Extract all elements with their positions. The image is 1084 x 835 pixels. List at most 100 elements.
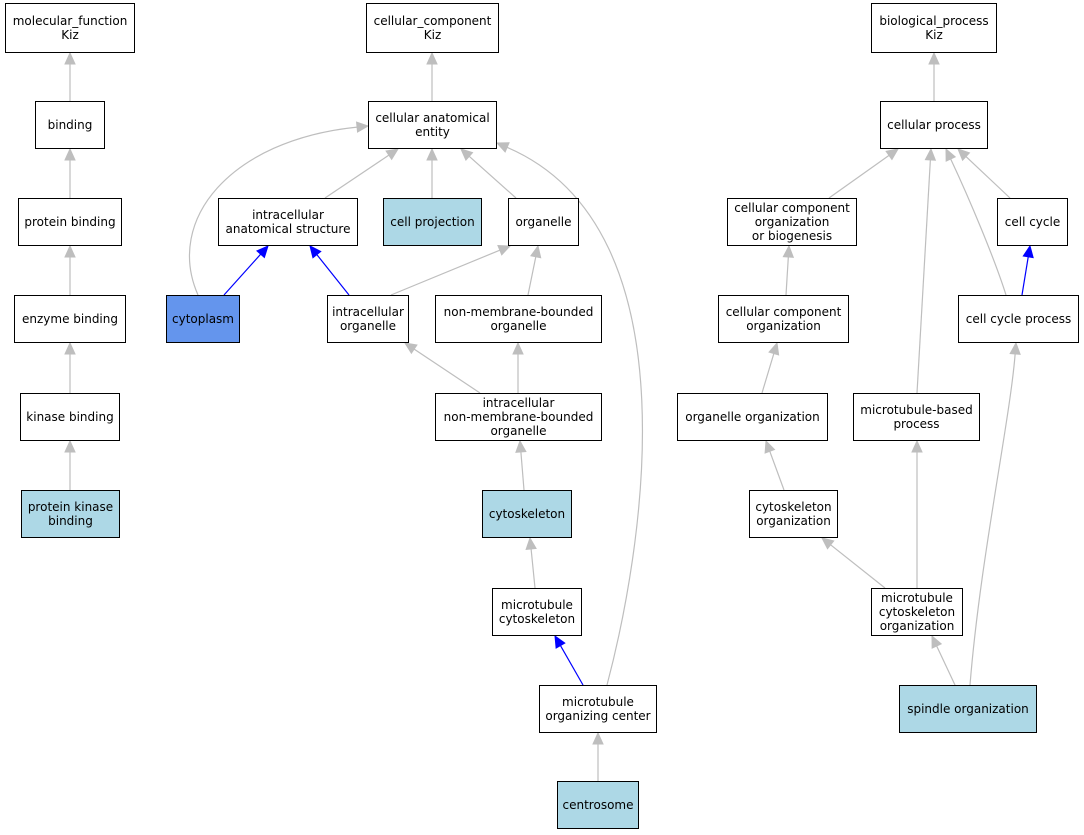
node-label-line: kinase binding bbox=[26, 410, 114, 424]
edge-org-org-to-cco bbox=[761, 341, 780, 394]
node-label-line: cell projection bbox=[390, 215, 475, 229]
node-label-line: cytoskeleton bbox=[488, 507, 566, 521]
edge-enzyme-binding-to-protein-binding bbox=[64, 244, 76, 295]
node-label-line: biological_process bbox=[879, 14, 989, 28]
node-label-line: Kiz bbox=[925, 28, 943, 42]
node-label-line: cellular anatomical bbox=[375, 111, 490, 125]
node-label-line: cytoskeleton bbox=[755, 500, 832, 514]
node-label-line: cellular component bbox=[725, 305, 842, 319]
edge-intra-org-to-organelle bbox=[390, 245, 512, 296]
node-label-line: organizing center bbox=[545, 709, 651, 723]
go-term-node-organelle[interactable]: organelle bbox=[508, 198, 579, 246]
edge-inmbo-to-nmbo bbox=[512, 341, 524, 393]
go-term-node-cellular-process[interactable]: cellular process bbox=[880, 101, 988, 149]
edge-cellular-process-to-bp bbox=[928, 51, 940, 101]
node-label-line: microtubule-based bbox=[860, 403, 973, 417]
node-label-line: organelle bbox=[339, 319, 397, 333]
node-label-line: molecular_function bbox=[12, 14, 128, 28]
node-label-line: Kiz bbox=[61, 28, 79, 42]
node-label-line: organelle organization bbox=[685, 410, 820, 424]
node-label-line: non-membrane-bounded bbox=[443, 305, 594, 319]
edge-mtbp-to-cellular-process bbox=[916, 147, 937, 394]
go-term-node-enzyme-binding[interactable]: enzyme binding bbox=[14, 295, 126, 343]
node-label-line: protein kinase bbox=[27, 500, 114, 514]
go-term-node-centrosome[interactable]: centrosome bbox=[557, 781, 639, 829]
node-label-line: anatomical structure bbox=[225, 222, 351, 236]
edge-spindle-org-to-mtco bbox=[931, 634, 956, 686]
node-label-line: cell cycle process bbox=[965, 312, 1072, 326]
node-label-line: process bbox=[893, 417, 940, 431]
node-label-line: Kiz bbox=[423, 28, 442, 42]
go-term-node-protein-binding[interactable]: protein binding bbox=[18, 198, 122, 246]
edge-ias-to-cae bbox=[324, 148, 400, 199]
node-label-line: non-membrane-bounded bbox=[443, 410, 594, 424]
edge-spindle-org-to-ccp bbox=[969, 341, 1021, 686]
node-label-line: cell cycle bbox=[1004, 215, 1061, 229]
node-label-line: organelle bbox=[515, 215, 572, 229]
edge-centrosome-to-mtoc bbox=[592, 731, 604, 781]
node-label-line: centrosome bbox=[562, 798, 634, 812]
node-label-line: or biogenesis bbox=[751, 229, 833, 243]
go-term-node-org-org[interactable]: organelle organization bbox=[677, 393, 828, 441]
go-term-node-binding[interactable]: binding bbox=[35, 101, 105, 149]
node-label-line: organization bbox=[746, 319, 821, 333]
edge-mtoc-to-mt-cytoskeleton bbox=[554, 634, 584, 686]
node-label-line: cellular_component bbox=[373, 14, 492, 28]
edge-binding-to-mf bbox=[64, 51, 76, 101]
node-label-line: cytoskeleton bbox=[498, 612, 576, 626]
edge-mt-cytoskeleton-to-cytoskeleton bbox=[525, 536, 537, 589]
edge-cae-to-cc bbox=[426, 51, 438, 101]
node-label-line: cytoskeleton bbox=[878, 605, 956, 619]
go-term-node-cell-projection[interactable]: cell projection bbox=[383, 198, 482, 246]
go-term-node-cytoskeleton[interactable]: cytoskeleton bbox=[482, 490, 572, 538]
edge-kinase-binding-to-enzyme-binding bbox=[64, 341, 76, 393]
go-term-node-cytoplasm[interactable]: cytoplasm bbox=[166, 295, 240, 343]
go-term-node-spindle-org[interactable]: spindle organization bbox=[899, 685, 1037, 733]
edge-cytoplasm-to-ias bbox=[223, 245, 269, 296]
node-label-line: spindle organization bbox=[907, 702, 1029, 716]
edge-cell-cycle-to-cellular-process bbox=[957, 148, 1011, 199]
node-label-line: microtubule bbox=[501, 598, 573, 612]
edge-cell-projection-to-cae bbox=[426, 147, 438, 198]
edge-nmbo-to-organelle bbox=[527, 244, 542, 296]
go-term-node-cell-cycle[interactable]: cell cycle bbox=[997, 198, 1068, 246]
edge-inmbo-to-intra-org bbox=[403, 342, 481, 394]
node-label-line: intracellular bbox=[252, 208, 324, 222]
node-label-line: binding bbox=[47, 118, 93, 132]
node-label-line: organization bbox=[754, 215, 830, 229]
node-label-line: intracellular bbox=[332, 305, 404, 319]
edge-mtco-to-cyto-org bbox=[821, 537, 886, 589]
node-label-line: microtubule bbox=[881, 591, 953, 605]
edge-intra-org-to-ias bbox=[309, 245, 350, 296]
go-term-node-ccp[interactable]: cell cycle process bbox=[958, 295, 1079, 343]
node-label-line: cytoplasm bbox=[172, 312, 234, 326]
node-label-line: enzyme binding bbox=[21, 312, 118, 326]
node-label-line: binding bbox=[48, 514, 93, 528]
node-label-line: intracellular bbox=[482, 396, 555, 410]
edge-organelle-to-cae bbox=[460, 148, 517, 199]
edge-ccob-to-cellular-process bbox=[828, 148, 899, 199]
go-term-node-kinase-binding[interactable]: kinase binding bbox=[20, 393, 120, 441]
edge-cyto-org-to-org-org bbox=[764, 439, 785, 491]
node-label-line: organelle bbox=[490, 319, 547, 333]
node-label-line: entity bbox=[415, 125, 450, 139]
edge-protein-binding-to-binding bbox=[64, 147, 76, 198]
